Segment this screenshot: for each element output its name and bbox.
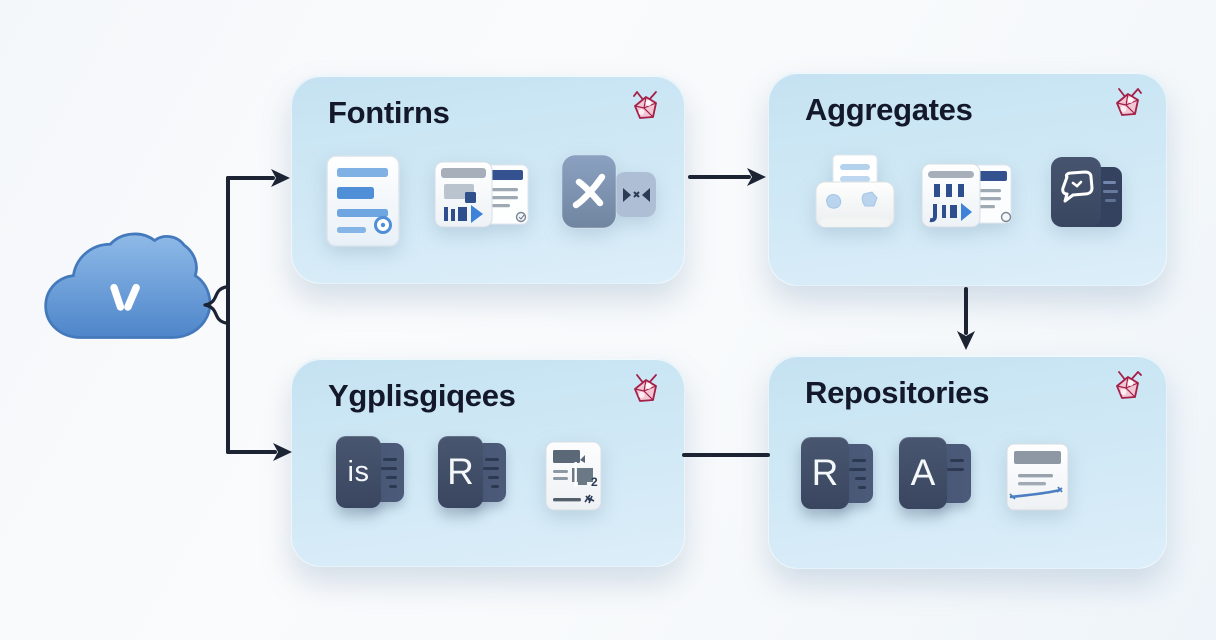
cloud-branch-line [226,176,277,454]
form-window-pair-icon [434,161,530,229]
tiny-label: 2 [591,475,598,489]
arrowhead-into-policies [273,443,292,461]
r-file-icon: R [801,437,876,510]
signed-document-icon [1006,443,1069,511]
bug-crossed-icon [634,374,657,402]
arrowhead-into-repositories [957,331,975,350]
chat-file-icon [1051,157,1123,229]
card-title: Ygplisgiqees [328,378,516,413]
arrowhead-into-forms [271,169,290,187]
card-title: Aggregates [805,92,973,127]
file-front: R [801,437,849,509]
arrowhead-into-aggregates [747,168,766,186]
file-front: R [438,436,483,508]
file-letter: is [347,455,370,488]
card-policies: Ygplisgiqees is R [291,358,685,567]
cloud-shape [44,232,212,339]
is-file-icon: is [336,436,408,509]
file-front: A [899,437,947,509]
merge-conflict-icon [562,155,657,229]
bars-window-pair-icon [921,163,1013,229]
printer-approval-icon [815,154,895,234]
file-letter: R [811,452,839,493]
bug-crossed-icon [1116,371,1142,399]
bug-crossed-icon [633,91,657,119]
cloud-v-mark [110,283,140,311]
card-forms: Fontirns [291,75,685,284]
card-title: Repositories [805,375,990,410]
bug-crossed-icon [1116,88,1142,116]
card-title: Fontirns [328,95,450,130]
file-letter: R [447,451,474,492]
annotated-document-icon: 2 [545,441,602,511]
a-file-icon: A [899,437,974,510]
card-aggregates: Aggregates [768,72,1167,286]
file-front: is [336,436,381,508]
r-file-icon: R [438,436,510,509]
cloud-icon [38,223,214,343]
file-letter: A [910,452,936,493]
form-document-icon [326,155,400,247]
card-repositories: Repositories R A [768,355,1167,569]
